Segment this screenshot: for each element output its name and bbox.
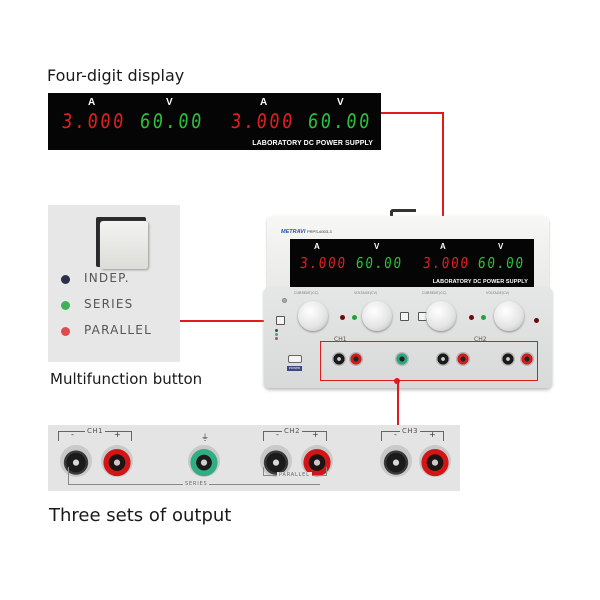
indep-led-icon [61,275,70,284]
power-supply-device: METRAVI PRPS-6003-3 A V A V 3.000 60.00 … [262,206,552,391]
device-display: A V A V 3.000 60.00 3.000 60.00 LABORATO… [290,239,534,287]
ch1-cc-led-icon [340,315,345,320]
dev-ch1-current-value: 3.000 [299,254,348,272]
ch2-current-knob[interactable] [426,301,456,331]
ch1-voltage-knob[interactable] [362,301,392,331]
caption-multifunction-button: Multifunction button [50,370,203,388]
dev-ch2-current-unit: A [440,242,446,251]
multifunction-closeup: INDEP. SERIES PARALLEL [48,205,180,362]
connector-dot-outputs [394,378,400,384]
ch1-voltage-value: 60.00 [138,109,206,133]
knob-label-1: CURRENT(CC) [294,291,319,295]
ch3-negative-terminal[interactable] [380,445,412,477]
series-label: SERIES [183,481,210,487]
ch2-voltage-value: 60.00 [306,109,374,133]
ground-terminal[interactable] [188,445,220,477]
ch3-minus-sign: - [394,430,397,439]
ch2-current-value: 3.000 [229,109,297,133]
dev-ch2-current-value: 3.000 [422,254,471,272]
knob-label-2: VOLTAGE(CV) [354,291,378,295]
dev-display-label: LABORATORY DC POWER SUPPLY [432,279,528,285]
ch3-led-icon [534,318,539,323]
connector-line-display-vertical [442,112,444,240]
dev-ch2-negative-terminal[interactable] [436,352,450,366]
indep-led-small-icon [275,329,278,332]
parallel-led-icon [61,327,70,336]
output-terminals-closeup: CH1 - + ⏚ CH2 - + CH3 - + SERIES PARALLE… [48,425,460,491]
device-control-panel: CURRENT(CC) VOLTAGE(CV) CURRENT(CC) VOLT… [264,288,552,388]
ch2-positive-terminal[interactable] [301,445,333,477]
dev-ch2-voltage-unit: V [498,242,504,251]
dev-ch1-voltage-unit: V [374,242,380,251]
series-led-icon [61,301,70,310]
caption-three-sets-of-output: Three sets of output [49,505,232,526]
ground-symbol-icon: ⏚ [201,433,209,442]
ch2-cv-led-icon [481,315,486,320]
ch2-label: CH2 [282,427,303,435]
device-top-section: METRAVI PRPS-6003-3 A V A V 3.000 60.00 … [267,216,549,290]
four-digit-display-closeup: A V A V 3.000 60.00 3.000 60.00 LABORATO… [48,93,381,150]
ch1-plus-sign: + [114,430,121,439]
ch2-panel-label: CH2 [474,336,487,343]
ch2-cc-led-icon [469,315,474,320]
power-label: POWER [287,366,302,371]
power-switch[interactable] [288,355,302,363]
dev-ch1-negative-terminal[interactable] [332,352,346,366]
dev-ground-terminal[interactable] [395,352,409,366]
ch1-label: CH1 [85,427,106,435]
dev-ch1-current-unit: A [314,242,320,251]
mode-label-series: SERIES [84,297,134,311]
dev-ch2-voltage-value: 60.00 [477,254,526,272]
indicator-icon [282,298,287,303]
ch2-voltage-unit: V [337,97,344,108]
dev-ch2-positive-terminal[interactable] [456,352,470,366]
ch1-voltage-unit: V [166,97,173,108]
caption-four-digit-display: Four-digit display [47,66,185,85]
ch3-plus-sign: + [429,430,436,439]
ch1-minus-sign: - [71,430,74,439]
ch2-plus-sign: + [312,430,319,439]
parallel-label: PARALLEL [277,472,312,478]
series-led-small-icon [275,333,278,336]
ch1-cv-led-icon [352,315,357,320]
display-label: LABORATORY DC POWER SUPPLY [252,140,373,147]
ch1-bracket: CH1 [58,427,132,441]
ch2-bracket: CH2 [263,427,327,441]
ch2-voltage-knob[interactable] [494,301,524,331]
dev-ch1-voltage-value: 60.00 [355,254,404,272]
connector-line-multifunction [180,320,280,322]
dev-ch1-positive-terminal[interactable] [349,352,363,366]
ch1-positive-terminal[interactable] [101,445,133,477]
mode-label-indep: INDEP. [84,271,130,285]
connector-line-outputs [397,381,399,425]
handle [390,209,416,217]
device-multifunction-button[interactable] [276,316,285,325]
ch3-positive-terminal[interactable] [419,445,451,477]
ch2-current-unit: A [260,97,268,108]
connector-line-display [381,112,443,114]
ch1-current-value: 3.000 [60,109,128,133]
brand-logo: METRAVI [281,229,306,235]
tracking-button-1[interactable] [400,312,409,321]
ch1-current-knob[interactable] [298,301,328,331]
dev-ch3-negative-terminal[interactable] [501,352,515,366]
knob-label-4: VOLTAGE(CV) [486,291,510,295]
model-label: PRPS-6003-3 [307,229,332,234]
mode-label-parallel: PARALLEL [84,323,152,337]
ch1-current-unit: A [88,97,96,108]
terminals-highlight-box [320,341,538,381]
parallel-led-small-icon [275,337,278,340]
dev-ch3-positive-terminal[interactable] [520,352,534,366]
multifunction-button[interactable] [100,221,148,269]
ch1-negative-terminal[interactable] [60,445,92,477]
ch1-panel-label: CH1 [334,336,347,343]
ch2-minus-sign: - [276,430,279,439]
knob-label-3: CURRENT(CC) [422,291,447,295]
ch3-bracket: CH3 [381,427,444,441]
ch3-label: CH3 [400,427,421,435]
ch2-negative-terminal[interactable] [260,445,292,477]
